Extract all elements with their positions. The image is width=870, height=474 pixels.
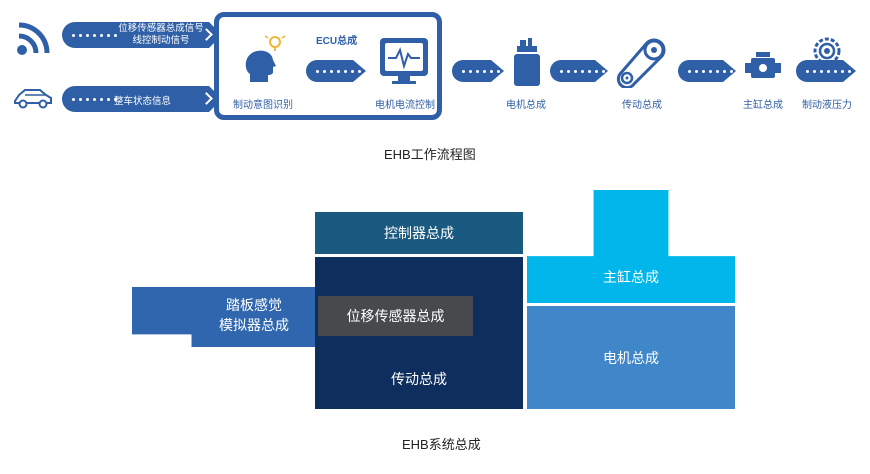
arrow-dots xyxy=(72,98,117,101)
arrow-dots xyxy=(806,70,851,73)
sensor-signal-line2: 线控制动信号 xyxy=(132,35,190,46)
arrow-dots xyxy=(316,70,361,73)
transmission-block-label: 传动总成 xyxy=(391,371,447,387)
arrow-dots xyxy=(72,34,117,37)
arrow-dots xyxy=(688,70,733,73)
sensor-block: 位移传感器总成 xyxy=(318,296,473,336)
motor-assembly-label: 电机总成 xyxy=(506,100,546,111)
motor-to-transmission-arrow xyxy=(550,60,608,82)
brake-pressure-label: 制动液压力 xyxy=(802,100,852,111)
ecu-title: ECU总成 xyxy=(316,36,358,47)
chevron-right-icon xyxy=(200,92,213,105)
sensor-signal-text: 位移传感器总成信号 线控制动信号 xyxy=(114,23,208,47)
arrow-dots xyxy=(462,70,500,73)
master-cylinder-icon xyxy=(744,50,782,82)
cylinder-to-pressure-arrow xyxy=(796,60,856,82)
vehicle-state-arrow: 整车状态信息 xyxy=(62,86,222,112)
controller-block: 控制器总成 xyxy=(315,212,523,254)
ecu-inner-arrow xyxy=(306,60,366,82)
pedal-simulator-label: 踏板感觉 模拟器总成 xyxy=(192,290,316,340)
brake-pressure-icon xyxy=(812,36,842,66)
transmission-label: 传动总成 xyxy=(622,100,662,111)
signal-input-arrow: 位移传感器总成信号 线控制动信号 xyxy=(62,22,222,48)
wifi-signal-icon xyxy=(14,18,54,58)
master-cylinder-label: 主缸总成 xyxy=(743,100,783,111)
workflow-caption: EHB工作流程图 xyxy=(384,147,476,162)
pedal-simulator-line1: 踏板感觉 xyxy=(226,297,282,313)
pedal-simulator-line2: 模拟器总成 xyxy=(219,317,289,333)
car-icon xyxy=(12,86,54,110)
monitor-waveform-icon xyxy=(378,36,430,86)
belt-transmission-icon xyxy=(616,38,670,90)
ecu-to-motor-arrow xyxy=(452,60,504,82)
brain-intent-icon xyxy=(240,34,290,86)
transmission-to-cylinder-arrow xyxy=(678,60,736,82)
motor-assembly-icon xyxy=(510,38,544,88)
system-caption: EHB系统总成 xyxy=(402,437,481,452)
arrow-dots xyxy=(560,70,605,73)
vehicle-state-text: 整车状态信息 xyxy=(114,96,172,107)
sensor-signal-line1: 位移传感器总成信号 xyxy=(118,23,204,34)
intent-label: 制动意图识别 xyxy=(233,100,293,111)
master-cylinder-block-label: 主缸总成 xyxy=(603,269,659,285)
motor-current-label: 电机电流控制 xyxy=(375,100,435,111)
motor-block: 电机总成 xyxy=(527,306,735,409)
